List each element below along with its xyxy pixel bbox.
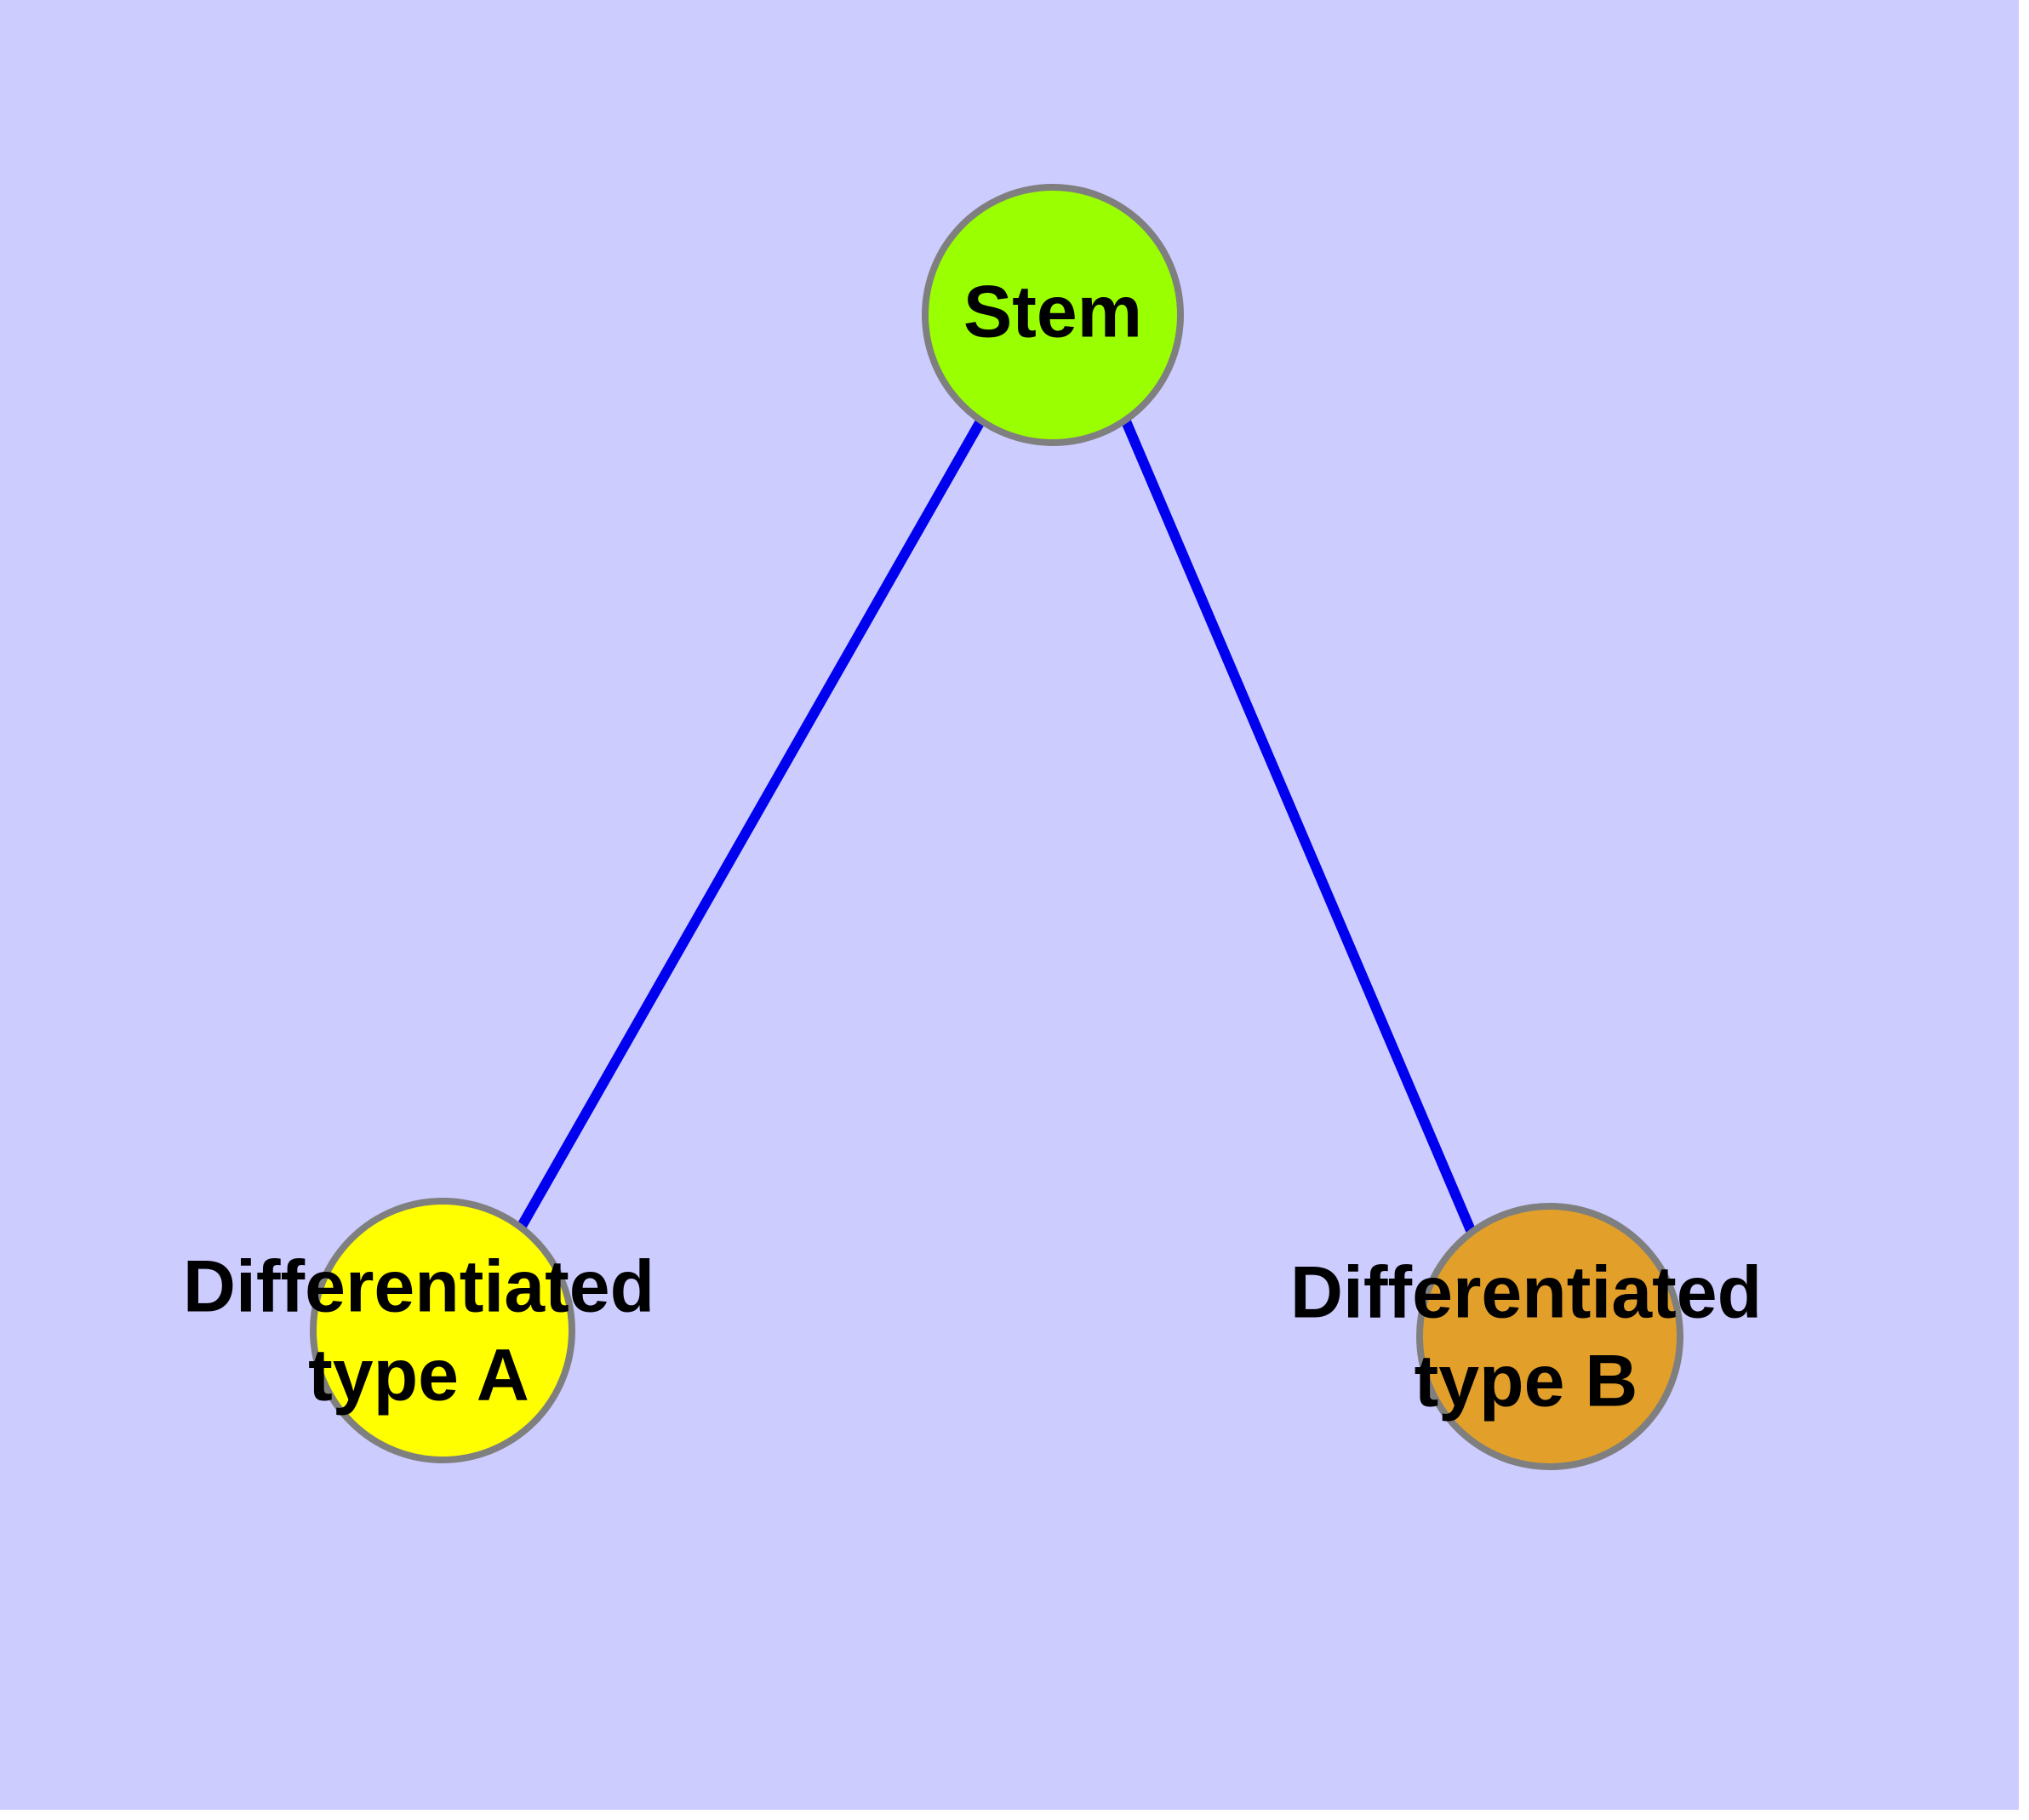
label-layer: Stem Differentiated type A Differentiate… xyxy=(183,272,1762,1422)
edge-layer xyxy=(516,419,1477,1237)
node-label-differentiated-type-b-line2: type B xyxy=(1415,1341,1638,1422)
node-label-stem: Stem xyxy=(963,272,1142,353)
node-label-differentiated-type-a-line2: type A xyxy=(308,1335,529,1417)
node-layer xyxy=(310,184,1683,1470)
edge-stem-to-diff-b[interactable] xyxy=(1121,419,1477,1237)
node-stem[interactable] xyxy=(922,184,1184,446)
edge-stem-to-diff-a[interactable] xyxy=(516,419,986,1230)
node-label-differentiated-type-a: Differentiated xyxy=(183,1246,654,1328)
node-differentiated-type-a[interactable] xyxy=(310,1198,575,1463)
node-differentiated-type-b[interactable] xyxy=(1416,1203,1683,1470)
node-label-differentiated-type-b: Differentiated xyxy=(1290,1252,1762,1334)
